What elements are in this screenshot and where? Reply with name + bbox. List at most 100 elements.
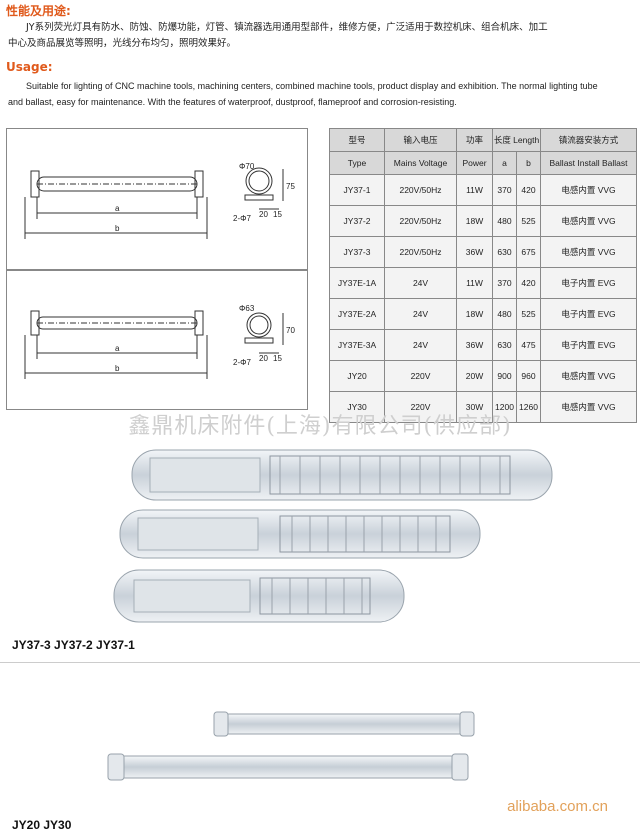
technical-drawing-bottom: a b Φ63 70 2-Φ7 20 15 [24,304,295,379]
cell-b: 420 [516,267,541,299]
dim-dia-top: Φ70 [239,162,255,171]
header-b-en: b [516,151,541,175]
cell-b: 525 [516,205,541,237]
table-row: JY30 220V 30W 1200 1260 电感内置 VVG [329,391,637,423]
usage-cn-text: JY系列荧光灯具有防水、防蚀、防爆功能，灯管、镇流器选用通用型部件，维修方便，广… [8,20,636,52]
cell-a: 630 [492,329,517,361]
header-length-cn: 长度 Length [492,128,541,152]
lamp-jy37-3 [131,449,553,501]
cell-voltage: 220V/50Hz [384,236,457,268]
table-header-cn: 型号 输入电压 功率 长度 Length 镇流器安装方式 [329,128,637,152]
cell-power: 18W [456,205,493,237]
dim-a-top: a [115,204,120,213]
header-ballast-en: Ballast Install Ballast [540,151,637,175]
table-row: JY37-2 220V/50Hz 18W 480 525 电感内置 VVG [329,205,637,237]
header-voltage-en: Mains Voltage [384,151,457,175]
cell-model: JY37-2 [329,205,385,237]
usage-cn-line-1: JY系列荧光灯具有防水、防蚀、防爆功能，灯管、镇流器选用通用型部件，维修方便，广… [26,22,548,33]
header-model-en: Type [329,151,385,175]
cell-model: JY30 [329,391,385,423]
cell-b: 675 [516,236,541,268]
cell-ballast: 电感内置 VVG [540,174,637,206]
table-row: JY37-1 220V/50Hz 11W 370 420 电感内置 VVG [329,174,637,206]
cell-power: 11W [456,267,493,299]
cell-b: 420 [516,174,541,206]
dim-height-top: 75 [286,182,295,191]
dim-w1-bottom: 20 [259,354,268,363]
cell-a: 900 [492,360,517,392]
cell-ballast: 电感内置 VVG [540,360,637,392]
lamp-jy37-1 [113,569,405,623]
cell-b: 960 [516,360,541,392]
usage-en-line-2: and ballast, easy for maintenance. With … [8,97,457,107]
lamp-jy37-2 [119,509,481,559]
header-ballast-cn: 镇流器安装方式 [540,128,637,152]
dim-b-bottom: b [115,364,120,373]
lamp-photo-jy37 [113,449,553,623]
cell-model: JY37-3 [329,236,385,268]
cell-voltage: 220V/50Hz [384,174,457,206]
dim-height-bottom: 70 [286,326,295,335]
cell-model: JY37E-2A [329,298,385,330]
cell-ballast: 电子内置 EVG [540,267,637,299]
dim-dia-bottom: Φ63 [239,304,255,313]
cell-a: 370 [492,267,517,299]
cell-voltage: 24V [384,267,457,299]
cell-power: 18W [456,298,493,330]
cell-voltage: 220V/50Hz [384,205,457,237]
usage-cn-line-2: 中心及商品展览等照明，光线分布均匀，照明效果好。 [8,38,237,49]
cell-ballast: 电子内置 EVG [540,329,637,361]
cell-a: 480 [492,205,517,237]
cell-b: 475 [516,329,541,361]
header-model-cn: 型号 [329,128,385,152]
drawing-panel-top: a b Φ70 75 2-Φ7 20 15 [6,128,308,270]
usage-en-line-1: Suitable for lighting of CNC machine too… [26,81,598,91]
cell-ballast: 电感内置 VVG [540,236,637,268]
lamp-photo-jy20-jy30 [107,711,475,781]
cell-power: 36W [456,236,493,268]
cell-b: 525 [516,298,541,330]
cell-voltage: 24V [384,329,457,361]
cell-voltage: 220V [384,391,457,423]
cell-model: JY37E-3A [329,329,385,361]
cell-ballast: 电感内置 VVG [540,205,637,237]
table-row: JY37E-3A 24V 36W 630 475 电子内置 EVG [329,329,637,361]
caption-jy37-group: JY37-3 JY37-2 JY37-1 [12,638,135,652]
cell-a: 1200 [492,391,517,423]
caption-jy20-group: JY20 JY30 [12,818,72,832]
usage-cn-heading: 性能及用途: [6,4,71,18]
drawing-panel-bottom: a b Φ63 70 2-Φ7 20 15 [6,270,308,410]
cell-power: 11W [456,174,493,206]
cell-voltage: 24V [384,298,457,330]
table-header-en: Type Mains Voltage Power a b Ballast Ins… [329,151,637,175]
technical-drawing-top: a b Φ70 75 2-Φ7 20 15 [24,162,295,239]
cell-a: 480 [492,298,517,330]
section-divider [0,662,640,663]
cell-ballast: 电子内置 EVG [540,298,637,330]
cell-ballast: 电感内置 VVG [540,391,637,423]
usage-en-heading: Usage: [6,60,53,74]
watermark-text: 鑫鼎机床附件(上海)有限公司(供应部) [128,414,512,439]
cell-power: 20W [456,360,493,392]
dim-w2-top: 15 [273,210,282,219]
table-row: JY20 220V 20W 900 960 电感内置 VVG [329,360,637,392]
dim-holes-top: 2-Φ7 [233,214,251,223]
cell-model: JY37E-1A [329,267,385,299]
header-voltage-cn: 输入电压 [384,128,457,152]
cell-b: 1260 [516,391,541,423]
dim-holes-bottom: 2-Φ7 [233,358,251,367]
dim-a-bottom: a [115,344,120,353]
cell-a: 630 [492,236,517,268]
usage-en-text: Suitable for lighting of CNC machine too… [8,78,636,110]
table-row: JY37E-2A 24V 18W 480 525 电子内置 EVG [329,298,637,330]
lamp-jy30 [107,753,469,781]
footer-site: alibaba.com.cn [507,798,608,815]
table-row: JY37E-1A 24V 11W 370 420 电子内置 EVG [329,267,637,299]
cell-model: JY20 [329,360,385,392]
header-a-en: a [492,151,517,175]
header-power-cn: 功率 [456,128,493,152]
cell-model: JY37-1 [329,174,385,206]
dim-w2-bottom: 15 [273,354,282,363]
table-row: JY37-3 220V/50Hz 36W 630 675 电感内置 VVG [329,236,637,268]
cell-power: 36W [456,329,493,361]
